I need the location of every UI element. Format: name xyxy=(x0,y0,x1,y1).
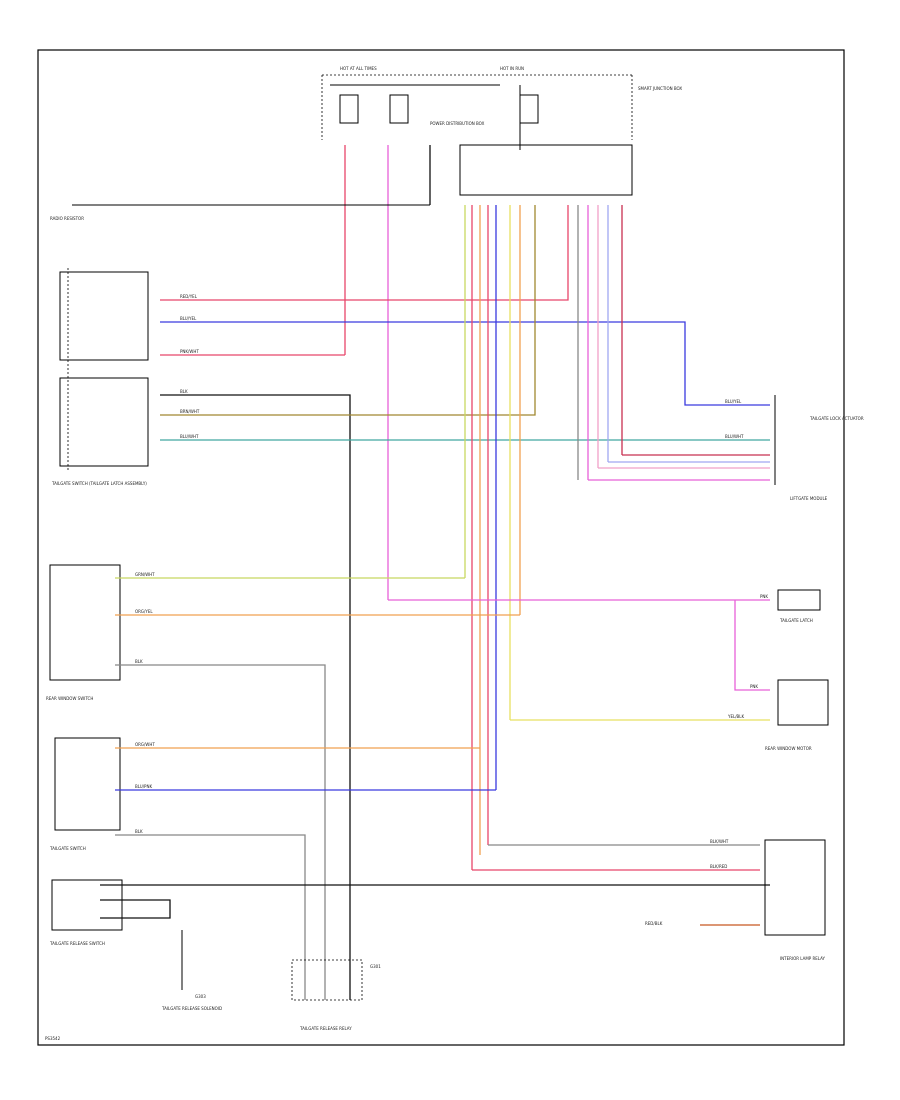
label-blk: BLK xyxy=(180,389,188,394)
label-grn-wht: GRN/WHT xyxy=(135,572,155,577)
ground-right-label: G301 xyxy=(370,964,381,969)
label-red-yel: RED/YEL xyxy=(180,294,198,299)
wire-solenoid-loop xyxy=(100,899,171,919)
power-distribution-label: POWER DISTRIBUTION BOX xyxy=(430,121,485,126)
label-org-wht: ORG/WHT xyxy=(135,742,155,747)
label-pnk: PNK xyxy=(760,594,768,599)
label-blk-wht: BLK/WHT xyxy=(710,839,729,844)
label-pnk-wht: PNK/WHT xyxy=(180,349,199,354)
diagram-frame xyxy=(37,49,845,1046)
left-switch-block-4: TAILGATE RELEASE SWITCH xyxy=(49,879,123,946)
wire-blk-3 xyxy=(115,834,306,1000)
label-blk-3: BLK xyxy=(135,829,143,834)
interior-lamp-relay: INTERIOR LAMP RELAY xyxy=(764,839,826,961)
hot-in-run-fuse-box: HOT IN RUN xyxy=(500,66,539,150)
rear-window-switch-label: REAR WINDOW SWITCH xyxy=(46,696,93,701)
label-org-yel: ORG/YEL xyxy=(135,609,153,614)
tailgate-latch-label: TAILGATE LATCH xyxy=(779,618,813,623)
wire-blk-main xyxy=(160,394,351,1000)
smart-junction-label: SMART JUNCTION BOX xyxy=(638,86,682,91)
left-block-label: TAILGATE SWITCH (TAILGATE LATCH ASSEMBLY… xyxy=(51,481,147,486)
bottom-left-component-label: TAILGATE RELEASE SOLENOID xyxy=(161,1006,222,1011)
label-red-blk: RED/BLK xyxy=(645,921,663,926)
footnote: PS3542 xyxy=(45,1036,61,1041)
rear-window-motor: REAR WINDOW MOTOR xyxy=(765,679,829,751)
liftgate-module-label: LIFTGATE MODULE xyxy=(790,496,828,501)
wire-pnk-2 xyxy=(734,600,770,691)
hot-at-all-times-label: HOT AT ALL TIMES xyxy=(340,66,377,71)
left-switch-block-3: TAILGATE SWITCH xyxy=(49,737,121,851)
wire-blk-2 xyxy=(115,664,326,1000)
radio-resistor-label: RADIO RESISTOR xyxy=(50,216,84,221)
label-blu-yel: BLU/YEL xyxy=(180,316,197,321)
rear-window-motor-label: REAR WINDOW MOTOR xyxy=(765,746,812,751)
left-bottom-block-label: TAILGATE RELEASE SWITCH xyxy=(49,941,105,946)
bottom-center-label: TAILGATE RELEASE RELAY xyxy=(299,1026,352,1031)
liftgate-module: LIFTGATE MODULE TAILGATE LOCK ACTUATOR xyxy=(774,395,864,501)
label-yel-blk: YEL/BLK xyxy=(727,714,745,719)
label-pnk-2: PNK xyxy=(750,684,758,689)
tailgate-latch: TAILGATE LATCH xyxy=(777,589,821,623)
right-motor-label: TAILGATE LOCK ACTUATOR xyxy=(809,416,864,421)
label-blu-yel-right: BLU/YEL xyxy=(725,399,742,404)
label-blk-red: BLK/RED xyxy=(710,864,727,869)
label-blu-wht: BLU/WHT xyxy=(180,434,199,439)
tailgate-release-relay: TAILGATE RELEASE RELAY G301 xyxy=(291,959,381,1031)
label-brn-wht: BRN/WHT xyxy=(180,409,200,414)
tailgate-switch-label: TAILGATE SWITCH xyxy=(49,846,86,851)
smart-junction-box: POWER DISTRIBUTION BOX SMART JUNCTION BO… xyxy=(430,86,682,196)
wire-brn-wht xyxy=(160,205,536,416)
label-blu-wht-right: BLU/WHT xyxy=(725,434,744,439)
ground-bottom-left-label: G303 xyxy=(195,994,206,999)
left-switch-block-2: REAR WINDOW SWITCH xyxy=(46,564,121,701)
wire-blu-yel xyxy=(160,321,770,406)
hot-in-run-label: HOT IN RUN xyxy=(500,66,524,71)
label-blk-2: BLK xyxy=(135,659,143,664)
hot-at-all-times-fuse-box: HOT AT ALL TIMES xyxy=(321,66,633,140)
interior-lamp-relay-label: INTERIOR LAMP RELAY xyxy=(780,956,826,961)
label-blu-pnk: BLU/PNK xyxy=(135,784,152,789)
wire-red-yel xyxy=(160,205,569,301)
left-switch-block-1: TAILGATE SWITCH (TAILGATE LATCH ASSEMBLY… xyxy=(51,268,149,486)
